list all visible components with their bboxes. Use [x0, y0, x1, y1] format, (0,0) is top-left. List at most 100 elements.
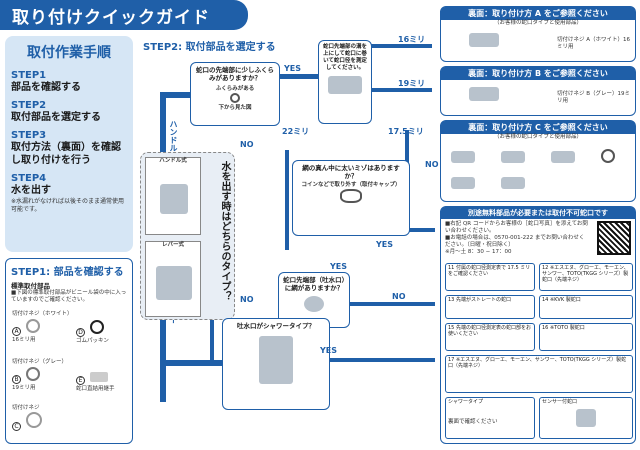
- item-shower: シャワータイプ 裏面で確認ください: [445, 397, 535, 439]
- panel-c-sub: （お客様の蛇口タイプと使用部品）: [493, 134, 582, 140]
- part-e-name: 蛇口直結用継手: [76, 386, 115, 392]
- panel-a-faucet-icon: [469, 33, 499, 47]
- item-17-text: ※エスエヌ、グローエ、モーエン、サンワー、TOTO(TKGG シリーズ）製蛇口（…: [448, 357, 627, 369]
- part-b: 切付けネジ（グレー） B 19ミリ用: [12, 359, 72, 392]
- size175-label: 17.5ミリ: [388, 127, 424, 136]
- step1-panel: STEP1: 部品を確認する 標準取付部品 ■下図の標準取付部品がビニール袋の中…: [5, 258, 133, 444]
- item-11: 11 付属の蛇口径測定表で 17.5 ミリをご確認ください: [445, 263, 535, 291]
- item-15-num: 15: [448, 325, 455, 331]
- q-diameter-text: 蛇口先端部の溝を上にして蛇口に巻いて蛇口径を測定してください。: [322, 44, 367, 71]
- qr-code[interactable]: [597, 221, 631, 255]
- step1-desc: ■下図の標準取付部品がビニール袋の中に入っていますのでご確認ください。: [11, 290, 127, 303]
- no-label-thread: NO: [425, 160, 439, 169]
- which-type-text: 水を出す時はどちらのタイプ？: [219, 161, 230, 301]
- item-13-text: 先端がストレートの蛇口: [455, 297, 511, 303]
- size19-label: 19ミリ: [398, 79, 426, 88]
- badge-d: D: [76, 328, 85, 337]
- flow-lever-down: [210, 300, 214, 360]
- lever-faucet-card[interactable]: レバー式: [145, 241, 201, 317]
- badge-c: C: [12, 422, 21, 431]
- size16-label: 16ミリ: [398, 35, 426, 44]
- no-label-2: NO: [240, 295, 254, 304]
- item-13-num: 13: [448, 297, 455, 303]
- flow-19: [370, 88, 432, 92]
- thread-icon: [340, 189, 362, 203]
- flow-yes-1: [280, 74, 320, 79]
- flow-no-spout: [350, 302, 435, 306]
- panel-a: 裏面：取り付け方 A をご参照ください （お客様の蛇口タイプと使用部品） 切付け…: [440, 6, 636, 62]
- flow-line-bottom: [160, 360, 240, 366]
- step2-title: STEP2: 取付部品を選定する: [143, 42, 276, 53]
- step1-title: STEP1: 部品を確認する: [11, 267, 124, 278]
- sensor-faucet-icon: [576, 409, 596, 427]
- step2-label: STEP2: [11, 100, 47, 111]
- part-a-size: 16ミリ用: [12, 337, 36, 343]
- handle-faucet-icon: [160, 184, 188, 214]
- step1-text: 部品を確認する: [11, 82, 81, 93]
- item-17-num: 17: [448, 357, 455, 363]
- item-sensor: センサー付蛇口: [539, 397, 633, 439]
- panel-d-l1: ■右記 QR コードからお客様の［蛇口写真］を添えてお問い合わせください。: [445, 221, 588, 234]
- step1-subtitle: 標準取付部品: [11, 282, 50, 290]
- part-a-icon: [26, 319, 41, 333]
- badge-b: B: [12, 375, 21, 384]
- panel-c-icon3: [551, 151, 575, 163]
- panel-c-icon4: [451, 177, 475, 189]
- procedure-panel: 取付作業手順 STEP1 部品を確認する STEP2 取付部品を選定する STE…: [5, 36, 133, 252]
- q-thread-note: コインなどで取り外す（取付キャップ）: [301, 182, 401, 188]
- no-label-1: NO: [240, 140, 254, 149]
- item-13: 13 先端がストレートの蛇口: [445, 295, 535, 319]
- q-shower-box: 蛇口の先端部に少しふくらみがありますか？ ふくらみがある 下から見た図: [190, 62, 280, 126]
- badge-e: E: [76, 376, 85, 385]
- part-a-name: 切付けネジ（ホワイト）: [12, 311, 73, 317]
- q-shower-text: 蛇口の先端部に少しふくらみがありますか？: [196, 66, 274, 82]
- yes-label-shower: YES: [320, 346, 338, 355]
- panel-b-part: 切付けネジ B（グレー）19ミリ用: [557, 91, 631, 104]
- q-shower-type-text: 吐水口がシャワータイプ？: [237, 322, 315, 330]
- handle-label: ハンドル: [169, 120, 178, 152]
- panel-c-icon1: [451, 151, 475, 163]
- item-14: 14 ※KVK 製蛇口: [539, 295, 633, 319]
- handle-faucet-card[interactable]: ハンドル式: [145, 157, 201, 235]
- badge-a: A: [12, 327, 21, 336]
- panel-c: 裏面：取り付け方 C をご参照ください （お客様の蛇口タイプと使用部品）: [440, 120, 636, 202]
- part-c-name: 切付けネジ: [12, 405, 40, 411]
- part-d-icon: [90, 320, 105, 334]
- q-thread-text: 網の真ん中に太いミゾはありますか？: [302, 164, 400, 180]
- item-14-num: 14: [542, 297, 549, 303]
- step2-text: 取付部品を選定する: [11, 112, 101, 123]
- step4-note: ※水漏れがなければ以後そのまま通常使用可能です。: [11, 198, 125, 213]
- step4-label: STEP4: [11, 173, 47, 184]
- flow-line-top: [160, 92, 190, 98]
- yes-label-thread: YES: [376, 240, 394, 249]
- item-sensor-text: センサー付蛇口: [542, 399, 578, 405]
- item-shower-text: シャワータイプ: [448, 399, 484, 405]
- panel-d-l2: ■お電話の場合は、0570-001-222 までお問い合わせください。（日曜・祝…: [445, 235, 585, 248]
- step3-text: 取付方法（裏面）を確認し取り付けを行う: [11, 142, 121, 166]
- panel-c-title: 裏面：取り付け方 C をご参照ください: [441, 121, 635, 134]
- yes-label-spout: YES: [330, 262, 348, 271]
- lever-type-label: レバー式: [161, 242, 184, 248]
- panel-d-l3: ※月〜土 8：30 − 17：00: [445, 249, 512, 255]
- part-b-size: 19ミリ用: [12, 385, 36, 391]
- item-12-num: 12: [542, 265, 549, 271]
- flow-22: [285, 150, 289, 250]
- handle-type-label: ハンドル式: [159, 158, 187, 164]
- no-label-spout: NO: [392, 292, 406, 301]
- item-12: 12 ※エスエヌ、グローエ、モーエン、サンワー、TOTO(TKGG シリーズ）製…: [539, 263, 633, 291]
- panel-c-part-icon: [601, 149, 615, 163]
- q-shower-note1: ふくらみがある: [215, 86, 255, 92]
- item-12-text: ※エスエヌ、グローエ、モーエン、サンワー、TOTO(TKGG シリーズ）製蛇口（…: [542, 265, 629, 283]
- flow-16: [370, 44, 432, 48]
- spout-icon: [304, 296, 324, 312]
- item-16: 16 ※TOTO 製蛇口: [539, 323, 633, 351]
- part-d-name: ゴムパッキン: [76, 338, 109, 344]
- part-a: 切付けネジ（ホワイト） A 16ミリ用: [12, 311, 73, 344]
- lever-faucet-icon: [156, 266, 192, 300]
- yes-label-1: YES: [284, 64, 302, 73]
- panel-b-title: 裏面：取り付け方 B をご参照ください: [441, 67, 635, 80]
- q-diameter-box: 蛇口先端部の溝を上にして蛇口に巻いて蛇口径を測定してください。: [318, 40, 372, 124]
- part-b-name: 切付けネジ（グレー）: [12, 359, 68, 365]
- step3-label: STEP3: [11, 130, 47, 141]
- item-shower-footer: 裏面で確認ください: [448, 419, 498, 425]
